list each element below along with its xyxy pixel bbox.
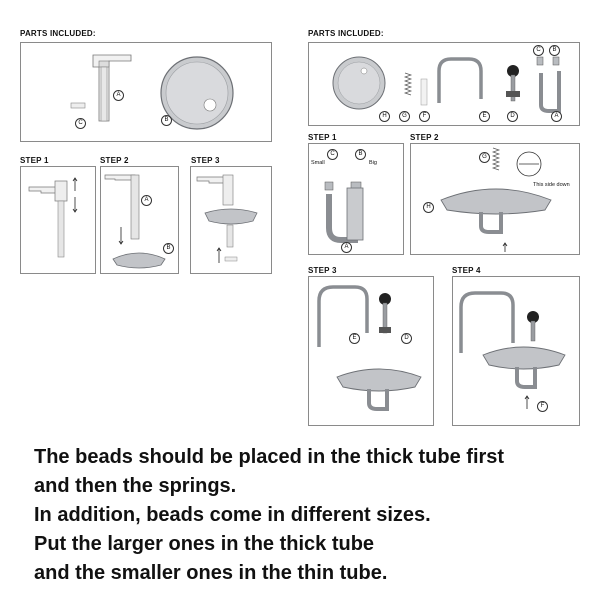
left-part-label-c: C xyxy=(75,118,86,129)
right-step3-box: E D xyxy=(308,276,434,426)
instructions-block: The beads should be placed in the thick … xyxy=(34,443,594,588)
right-step1-label-c: C xyxy=(327,149,338,160)
right-step2-title: STEP 2 xyxy=(410,133,439,142)
right-part-label-c: C xyxy=(533,45,544,56)
right-step1-label-b: B xyxy=(355,149,366,160)
left-part-label-a: A xyxy=(113,90,124,101)
right-step1-small-label: Small xyxy=(311,160,325,166)
instruction-line: and then the springs. xyxy=(34,475,237,497)
right-step3-title: STEP 3 xyxy=(308,266,337,275)
right-part-label-a: A xyxy=(551,111,562,122)
right-step1-big-label: Big xyxy=(369,160,377,166)
right-step1-illustration xyxy=(324,181,364,243)
right-step2-box: This side down G H xyxy=(410,143,580,255)
right-part-label-e: E xyxy=(479,111,490,122)
instruction-line: Put the larger ones in the thick tube xyxy=(34,533,375,555)
left-step1-title: STEP 1 xyxy=(20,156,49,165)
left-step1-box xyxy=(20,166,96,274)
left-parts-illustration xyxy=(70,54,234,130)
right-step3-label-e: E xyxy=(349,333,360,344)
left-parts-box: A B C xyxy=(20,42,272,142)
instruction-line: The beads should be placed in the thick … xyxy=(34,446,505,468)
right-step1-label-a: A xyxy=(341,242,352,253)
left-part-label-b: B xyxy=(161,115,172,126)
right-step4-illustration xyxy=(459,291,566,409)
right-step4-title: STEP 4 xyxy=(452,266,481,275)
right-step4-box: F xyxy=(452,276,580,426)
right-part-label-b: B xyxy=(549,45,560,56)
instruction-line: In addition, beads come in different siz… xyxy=(34,504,431,526)
left-step2-box: A B xyxy=(100,166,179,274)
right-parts-header: PARTS INCLUDED: xyxy=(308,29,384,38)
right-part-label-g: G xyxy=(399,111,410,122)
right-parts-illustration xyxy=(332,56,561,113)
left-step3-illustration xyxy=(196,174,258,263)
right-part-label-h: H xyxy=(379,111,390,122)
left-step3-title: STEP 3 xyxy=(191,156,220,165)
left-step2-illustration xyxy=(104,174,166,269)
right-step1-box: Small Big C B A xyxy=(308,143,404,255)
right-part-label-d: D xyxy=(507,111,518,122)
right-part-label-f: F xyxy=(419,111,430,122)
right-step1-title: STEP 1 xyxy=(308,133,337,142)
right-parts-box: H G F E D C B A xyxy=(308,42,580,126)
left-parts-header: PARTS INCLUDED: xyxy=(20,29,96,38)
right-step2-note: This side down xyxy=(533,182,570,188)
left-step2-title: STEP 2 xyxy=(100,156,129,165)
left-step2-label-b: B xyxy=(163,243,174,254)
right-step3-label-d: D xyxy=(401,333,412,344)
left-step2-label-a: A xyxy=(141,195,152,206)
right-step2-illustration xyxy=(440,147,552,252)
right-step2-label-g: G xyxy=(479,152,490,163)
right-step4-label-f: F xyxy=(537,401,548,412)
left-step3-box xyxy=(190,166,272,274)
left-step1-illustration xyxy=(28,177,78,258)
right-step3-illustration xyxy=(317,285,422,411)
right-step2-label-h: H xyxy=(423,202,434,213)
instruction-line: and the smaller ones in the thin tube. xyxy=(34,562,388,584)
